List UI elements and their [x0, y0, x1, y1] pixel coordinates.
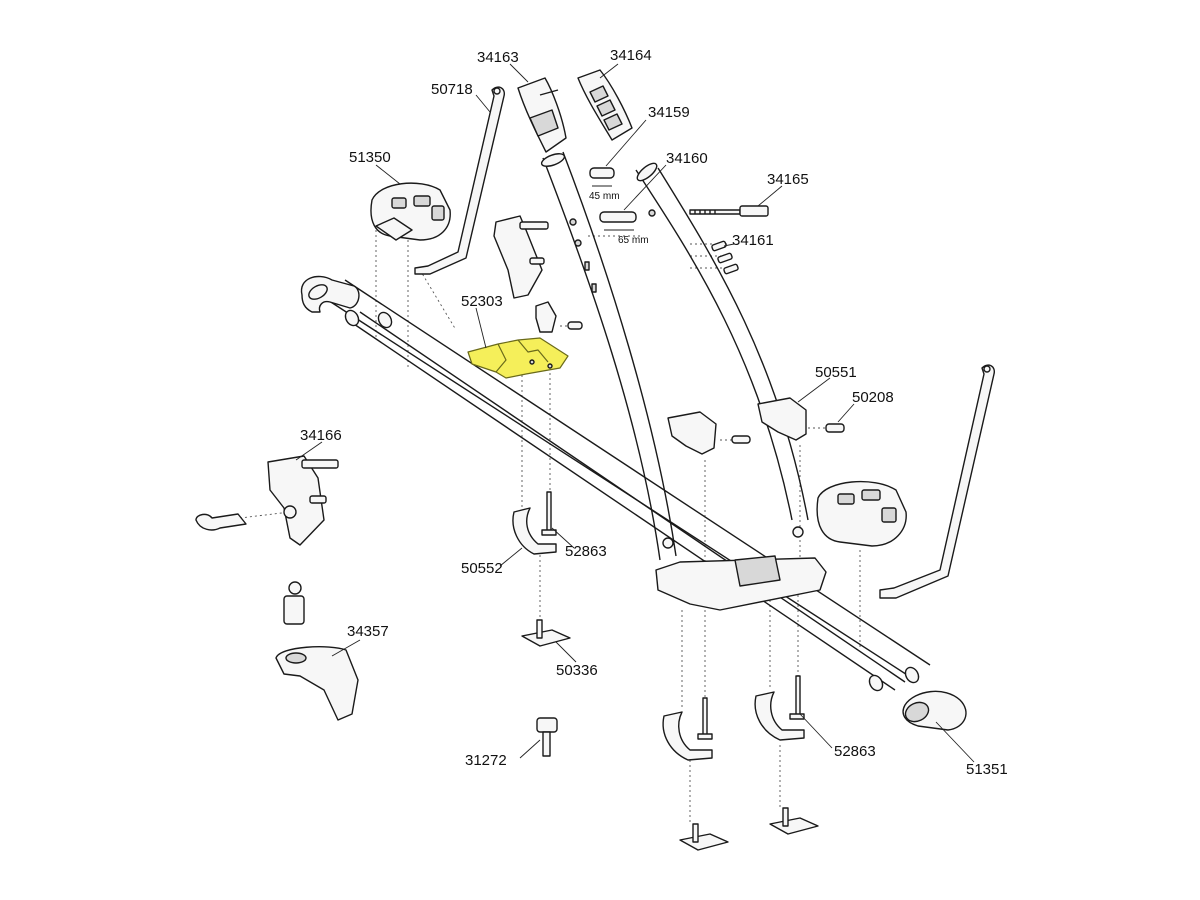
- label-34163: 34163: [477, 49, 519, 66]
- base-mount-plate: [655, 555, 827, 611]
- front-end-cap-51351: [902, 690, 967, 731]
- label-50552: 50552: [461, 560, 503, 577]
- part-34163-grip: [517, 77, 567, 153]
- part-34161-clips: [711, 240, 739, 275]
- part-50551-saddles: [667, 397, 807, 455]
- base-rail-tubes: [319, 279, 931, 692]
- label-34166: 34166: [300, 427, 342, 444]
- label-34164: 34164: [610, 47, 652, 64]
- leader-lines: [295, 63, 975, 763]
- small-latch: [535, 301, 583, 333]
- dimension-45mm: 45 mm: [589, 191, 620, 202]
- label-51351: 51351: [966, 761, 1008, 778]
- label-52863-upper: 52863: [565, 543, 607, 560]
- part-50208-pin: [825, 423, 845, 433]
- tbolt-c: [769, 807, 819, 835]
- label-50336: 50336: [556, 662, 598, 679]
- part-34160-pin: [599, 211, 637, 231]
- label-50208: 50208: [852, 389, 894, 406]
- part-52863-screw-a: [541, 491, 557, 536]
- part-50552-clamp: [512, 507, 557, 555]
- part-34164-grip: [577, 69, 633, 141]
- part-50336-tbolt: [521, 619, 571, 647]
- part-50552-clamp-b: [662, 697, 713, 761]
- front-wheel-holder: [816, 480, 907, 547]
- part-34166-lock: [195, 455, 339, 546]
- front-strap: [879, 364, 996, 599]
- part-51350-wheel-holder: [370, 182, 451, 241]
- label-34357: 34357: [347, 623, 389, 640]
- label-50551: 50551: [815, 364, 857, 381]
- part-52303-highlighted: [467, 337, 569, 379]
- rear-end-cap: [300, 275, 360, 313]
- label-34159: 34159: [648, 104, 690, 121]
- part-52863-clamp-c: [754, 675, 805, 741]
- label-51350: 51350: [349, 149, 391, 166]
- part-number-labels: 34163 34164 50718 34159 51350 34160 3416…: [300, 47, 1008, 778]
- label-34160: 34160: [666, 150, 708, 167]
- label-50718: 50718: [431, 81, 473, 98]
- part-50718-strap: [414, 86, 506, 275]
- part-34165-bolt: [689, 205, 769, 217]
- label-31272: 31272: [465, 752, 507, 769]
- tbolt-b: [679, 823, 729, 851]
- label-52863-lower: 52863: [834, 743, 876, 760]
- label-34165: 34165: [767, 171, 809, 188]
- part-31272-key: [536, 717, 558, 757]
- part-34159-pin: [589, 167, 615, 187]
- upper-pivot-bracket: [493, 215, 549, 299]
- dimension-labels: 45 mm 65 mm: [589, 191, 649, 246]
- label-52303: 52303: [461, 293, 503, 310]
- frame-arms: [540, 151, 809, 561]
- label-34161: 34161: [732, 232, 774, 249]
- part-34357-holder: [275, 581, 359, 721]
- dimension-65mm: 65 mm: [618, 235, 649, 246]
